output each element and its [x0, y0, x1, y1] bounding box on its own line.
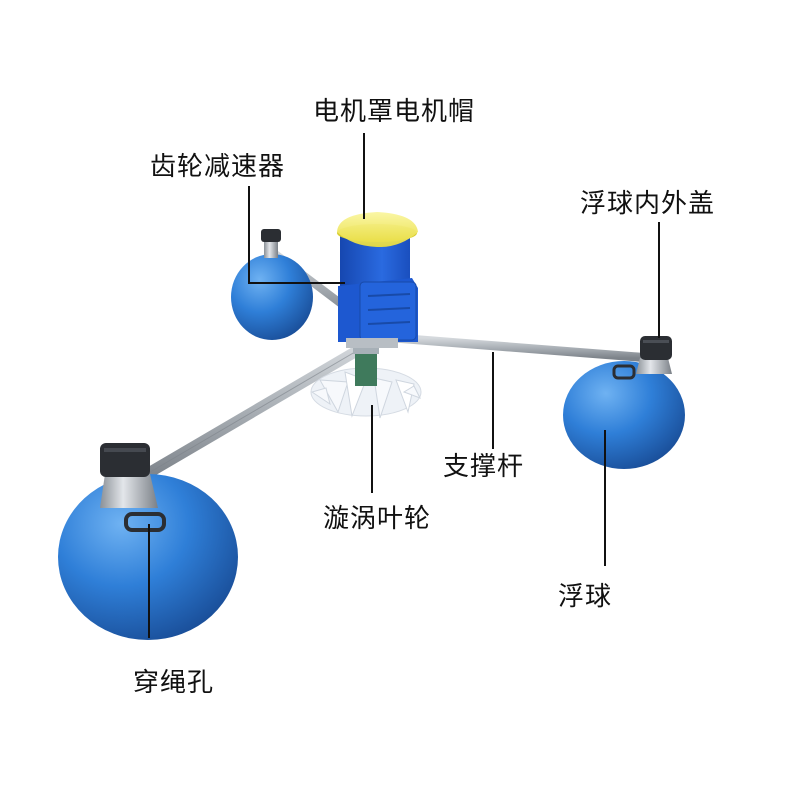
float-ball-right — [563, 336, 685, 469]
label-gear-reducer: 齿轮减速器 — [150, 152, 286, 182]
leader-lines — [148, 133, 660, 638]
label-support-rod: 支撑杆 — [443, 452, 525, 482]
label-rope-hole: 穿绳孔 — [133, 668, 215, 698]
label-float-cap: 浮球内外盖 — [580, 189, 716, 219]
motor-cap — [337, 212, 418, 248]
label-float-ball: 浮球 — [558, 582, 613, 612]
label-motor-cover: 电机罩电机帽 — [313, 97, 476, 127]
vortex-impeller — [310, 346, 422, 419]
float-ball-back-left — [231, 229, 313, 340]
label-impeller: 漩涡叶轮 — [323, 504, 432, 534]
motor-housing — [338, 232, 418, 348]
